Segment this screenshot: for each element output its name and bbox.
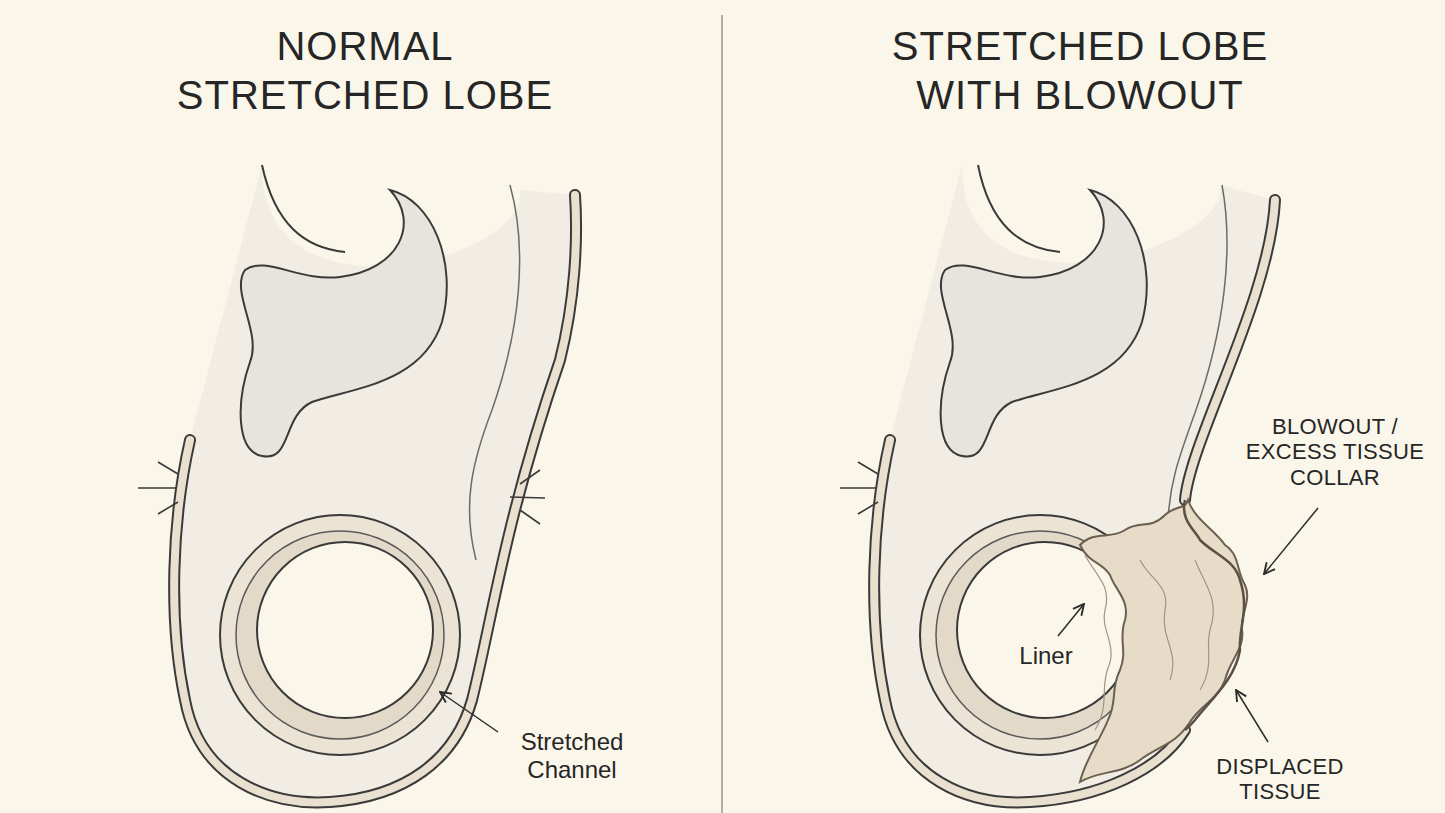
panel-divider [721, 15, 723, 813]
panel-title: NORMAL STRETCHED LOBE [155, 22, 575, 120]
blowout-ear [840, 165, 1318, 802]
part-label: Stretched Channel [492, 728, 652, 783]
normal-ear [138, 165, 576, 802]
part-label: BLOWOUT / EXCESS TISSUE COLLAR [1235, 414, 1435, 490]
part-label: Liner [1006, 642, 1086, 670]
part-label: DISPLACED TISSUE [1195, 754, 1365, 805]
panel-title: STRETCHED LOBE WITH BLOWOUT [870, 22, 1290, 120]
